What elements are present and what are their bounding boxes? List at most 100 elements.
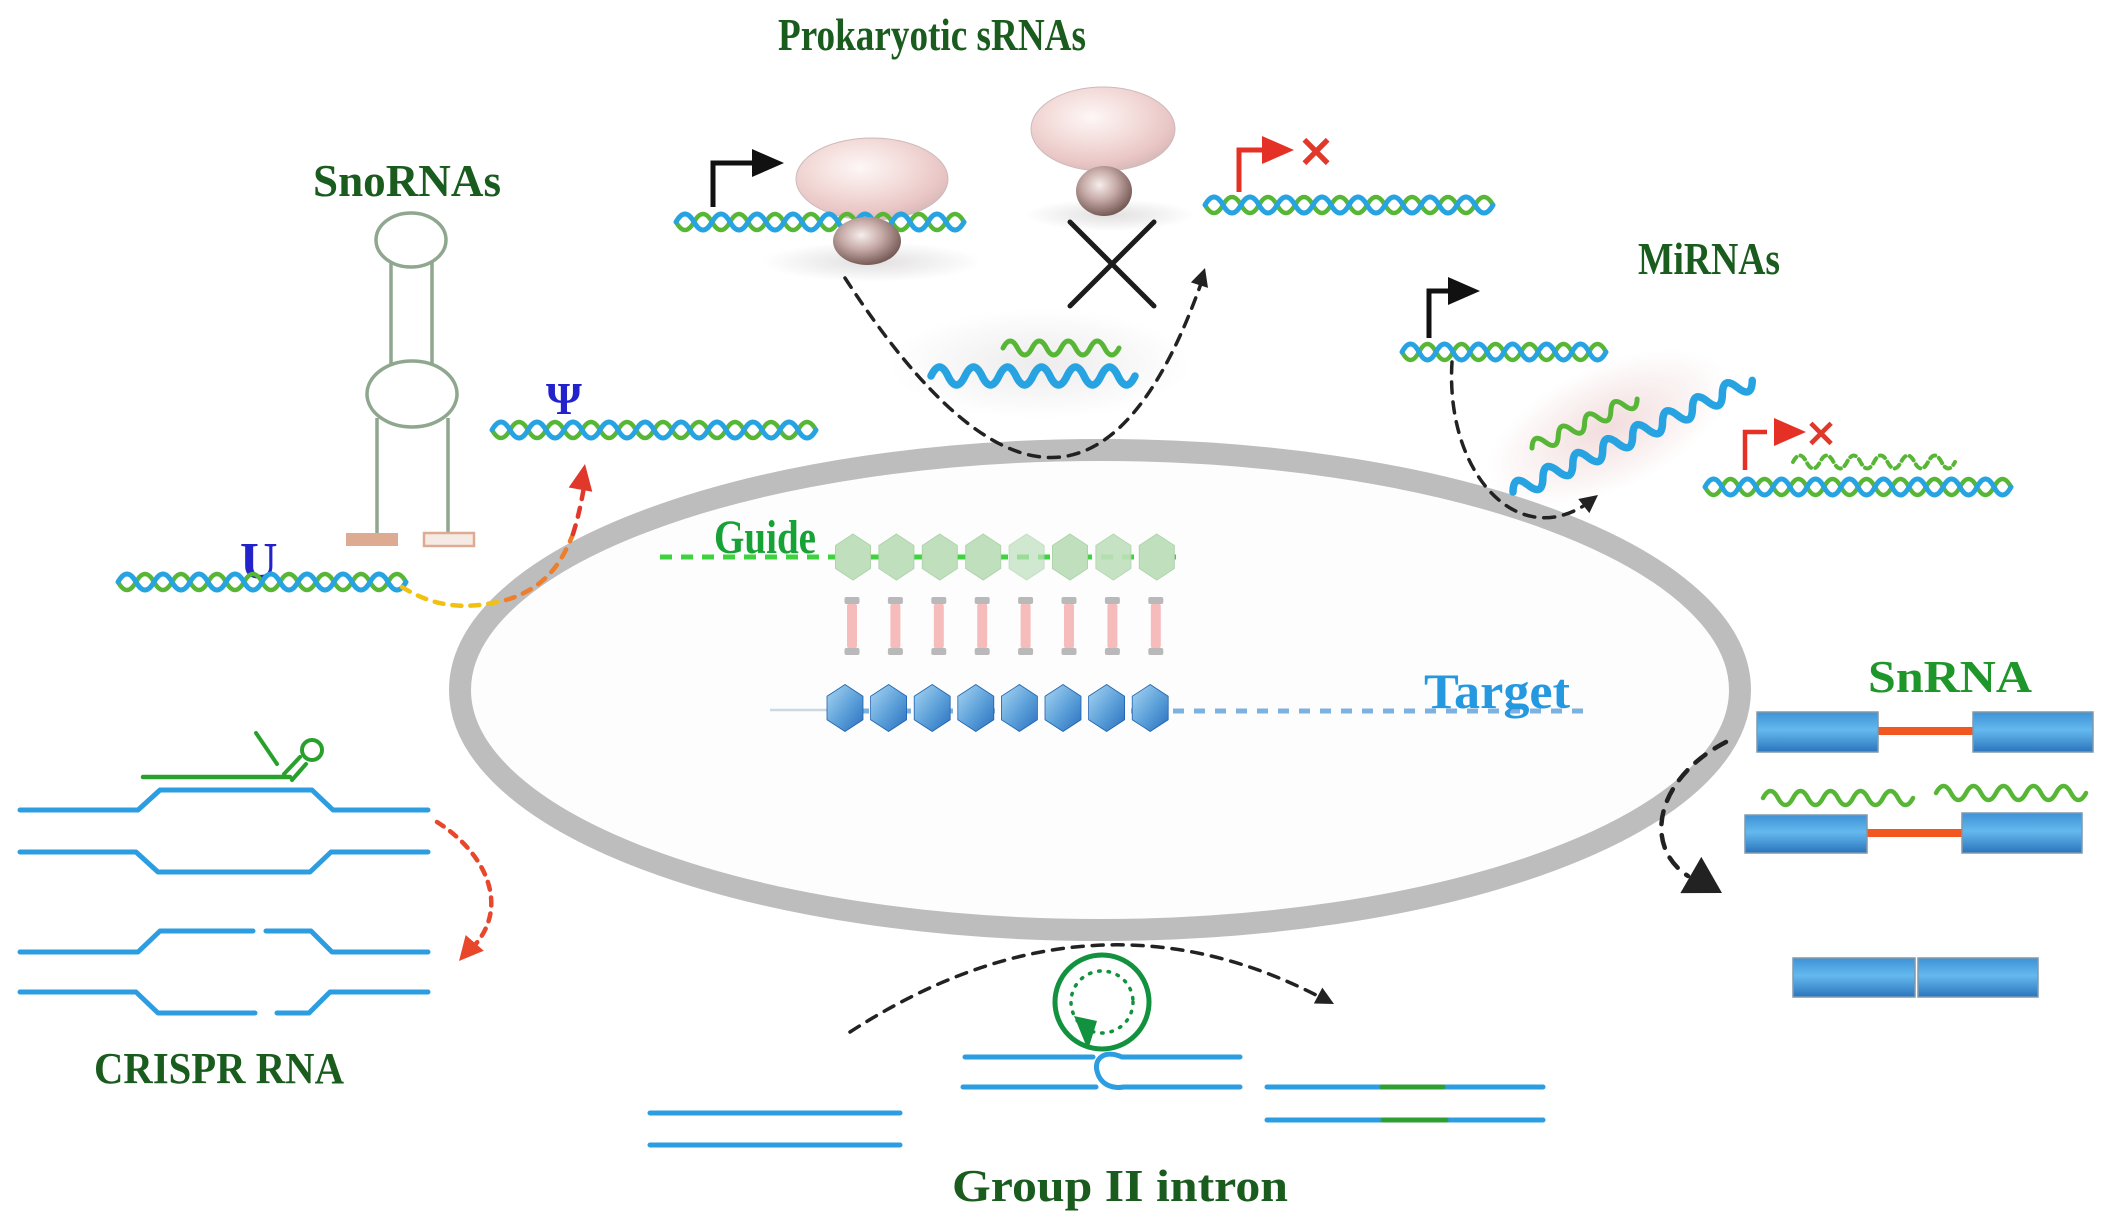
snorna-substrate-rna-wave — [115, 571, 409, 593]
mrna-translated — [673, 211, 967, 233]
bond-cap — [1148, 597, 1164, 604]
crispr-dna-bottom-strand — [17, 849, 431, 875]
mirna-duplex-green-strand-wave — [1529, 396, 1640, 451]
target-label: Target — [1424, 663, 1570, 719]
crispr-guide-loop-icon — [300, 738, 324, 762]
promoter-arrow-icon-head — [752, 149, 784, 177]
bond-cap — [1104, 648, 1120, 655]
g2-lariat-circle — [1052, 952, 1152, 1052]
snrna-section — [1744, 711, 2094, 998]
target-nucleotide-hex — [1001, 684, 1038, 732]
guide-nucleotide-hex — [1052, 533, 1088, 581]
process-arrows — [399, 268, 1729, 1034]
target-nucleotide-hex — [913, 684, 951, 732]
exon-box — [1756, 711, 1879, 753]
promoter-arrows — [710, 136, 1806, 470]
snrna-guide-strand — [1760, 788, 1916, 808]
bond-cap — [1104, 597, 1120, 604]
promoter-arrow-icon — [710, 160, 752, 207]
snorna-guide-path-orange — [503, 531, 576, 603]
repressed-promoter-arrow-icon-head — [1774, 418, 1806, 446]
bond-cap — [974, 648, 990, 655]
bond-cap — [931, 597, 947, 604]
snorna-foot-right — [422, 531, 476, 548]
target-nucleotide-hex — [1044, 684, 1082, 732]
pseudouridine-symbol: Ψ — [546, 373, 582, 424]
mirna-duplex-blue-strand — [1509, 376, 1757, 496]
snrna-splicing-arrow-head-icon — [1680, 856, 1722, 894]
group2-retrohoming-arrow-head-icon — [1313, 987, 1334, 1004]
g2-lariat-arrowhead-icon — [1074, 1016, 1097, 1050]
guide-nucleotide-hex — [835, 533, 871, 581]
srna-guide-strand-wave — [1000, 338, 1122, 358]
mirna-processing-arrow — [1449, 360, 1594, 520]
ribosome-small-subunit-icon — [833, 217, 901, 265]
bond-cap — [931, 648, 947, 655]
snorna-stem-loop-icon — [365, 211, 459, 535]
mrna-repressed-wave — [1202, 194, 1496, 216]
ribosome-large-subunit-icon — [1030, 86, 1176, 172]
guide-nucleotide-hex — [965, 533, 1002, 581]
mirna-duplex-green-strand — [1529, 396, 1640, 451]
bond-cap — [844, 597, 860, 604]
g2-lariat-dotted-circle — [1069, 969, 1135, 1035]
base-pair-bond — [890, 603, 901, 649]
mirna-target-mrna — [1702, 476, 2014, 498]
guide-nucleotide-hex — [1008, 533, 1045, 581]
bond-cap — [1018, 648, 1034, 655]
guide-label: Guide — [714, 511, 816, 564]
promoter-arrow-icon-head — [1448, 277, 1480, 305]
base-pair-bond — [847, 603, 857, 649]
mrna-repressed — [1202, 194, 1496, 216]
nucleotide-hexagons — [826, 533, 1175, 732]
ribosome-small-subunit-icon — [1076, 166, 1132, 216]
group2-retrohoming-arrow — [848, 943, 1320, 1034]
stem-top-loop — [374, 211, 448, 269]
target-nucleotide-hex — [1131, 684, 1169, 732]
bond-cap — [1148, 648, 1164, 655]
srna-binding-arrow — [843, 270, 1207, 460]
target-nucleotide-hex — [826, 684, 864, 732]
crispr-cut-dna-top-strand — [17, 928, 431, 955]
spliced-exon-box — [1792, 957, 1916, 998]
bond-cap — [974, 597, 990, 604]
base-pair-bond — [977, 603, 988, 649]
guide-nucleotide-hex — [1138, 533, 1175, 581]
snrna-guide-strand-wave — [1933, 783, 2089, 803]
section-title-prokaryotic-srnas: Prokaryotic sRNAs — [778, 9, 1086, 60]
bound-mirna-dashed-wave — [1791, 453, 1957, 471]
section-title-group-ii-intron: Group II intron — [952, 1160, 1288, 1211]
guide-nucleotide-hex — [1095, 533, 1132, 581]
pri-mirna — [1399, 341, 1609, 363]
ribosome-large-subunits — [795, 86, 1176, 221]
crispr-guide-stem — [282, 755, 308, 782]
group-ii-intron-section — [647, 952, 1546, 1148]
snrna-splicing-arrow — [1659, 739, 1729, 879]
bond-cap — [1061, 648, 1077, 655]
crispr-guide-tick — [254, 731, 279, 766]
srna-target-strand-wave — [927, 363, 1139, 389]
base-pair-bond — [933, 603, 944, 649]
spliced-exon-box — [1917, 957, 2039, 998]
ribosome-large-subunit-icon — [795, 137, 949, 221]
exon-box — [1744, 814, 1868, 854]
srna-guide-strand — [1000, 338, 1122, 358]
srna-binding-arrow-head-icon — [1190, 268, 1208, 288]
mirna-processing-arrow-head-icon — [1578, 495, 1598, 514]
crispr-section — [17, 731, 431, 1016]
base-pair-bonds — [844, 597, 1164, 655]
snorna-substrate-rna — [115, 571, 409, 593]
bond-cap — [1018, 597, 1034, 604]
snorna-foot-left — [346, 533, 398, 546]
bond-cap — [887, 597, 903, 604]
blocked-translation-x-icon — [1067, 219, 1157, 309]
crispr-targeting-arrow-head-icon — [459, 935, 484, 961]
base-pair-bond — [1150, 603, 1161, 649]
promoter-arrow-icon — [1426, 288, 1452, 338]
mirna-duplex-blue-strand-wave — [1509, 376, 1757, 496]
pseudouridylated-rna-wave — [489, 419, 819, 441]
base-pair-bond — [1064, 603, 1074, 649]
snorna-modification-arrow — [570, 483, 587, 537]
